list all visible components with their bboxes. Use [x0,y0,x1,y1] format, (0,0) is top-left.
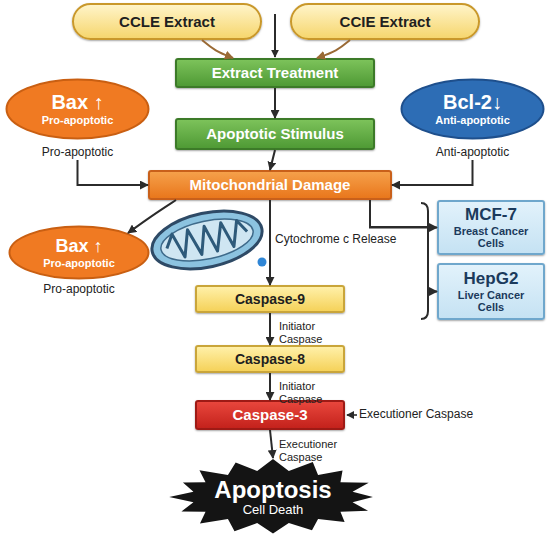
process-box: Extract Treatment [175,58,375,88]
protein-ellipse: Bcl-2↓Anti-apoptoticAnti-apoptotic [400,78,545,160]
arrow-connector [269,313,271,345]
input-arrow [274,14,276,57]
node-text: Anti-apoptotic [400,146,545,160]
node-text: Breast Cancer Cells [451,225,531,250]
mitochondrion-outer [147,202,268,278]
arrow-connector [269,200,271,285]
arrow-connector [269,373,271,400]
arrow-connector [392,160,473,185]
edge-label: Initiator Caspase [279,320,351,345]
arrow-connector [274,88,276,118]
caspase-box: Caspase-9 [195,285,345,313]
caspase-box: Caspase-3 [195,400,345,430]
node-title: Bax ↑ [51,91,103,114]
pointer-arrow [347,414,357,416]
node-title: Apoptosis [214,476,331,504]
extract-pill: CCIE Extract [290,3,480,40]
node-text: Pro-apoptotic [5,146,150,160]
mitochondrion-inner [157,212,257,269]
edge-label: Executioner Caspase [279,438,363,463]
node-content: CCLE Extract [74,5,260,38]
node-title: Extract Treatment [212,64,339,81]
arrow-connector [270,430,273,458]
protein-ellipse: Bax ↑Pro-apoptoticPro-apoptotic [5,78,150,160]
process-box: Mitochondrial Damage [148,170,392,200]
edge-label: Cytochrome c Release [275,233,396,247]
ellipse-shape [10,227,149,279]
ellipse-shape [7,80,149,139]
arrow-connector [370,200,437,292]
node-content: Bax ↑Pro-apoptotic [5,78,150,140]
cell-line-box: MCF-7Breast Cancer Cells [437,200,545,255]
node-content: ApoptosisCell Death [168,458,378,536]
node-content: Bax ↑Pro-apoptotic [8,225,150,280]
node-title: Caspase-8 [235,351,305,367]
node-title: Bcl-2↓ [443,91,502,114]
node-content: Caspase-3 [197,402,343,428]
mitochondrion-cristae [164,218,250,261]
node-content: Bcl-2↓Anti-apoptotic [400,78,545,140]
node-text: Liver Cancer Cells [451,289,531,314]
arrow-connector [270,150,275,170]
node-content: Caspase-9 [197,287,343,311]
mitochondrion-illustration [147,202,268,278]
node-title: MCF-7 [465,205,517,225]
node-caption: Pro-apoptotic [5,146,150,160]
node-text: Cell Death [243,503,304,518]
node-title: HepG2 [464,269,519,289]
process-box: Apoptotic Stimulus [175,118,375,150]
arrow-connector [370,200,437,228]
starburst-shape [169,459,373,534]
group-bracket [421,203,428,319]
node-title: Bax ↑ [55,236,102,257]
node-content: MCF-7Breast Cancer Cells [439,202,543,253]
arrow-connector [317,40,350,58]
node-title: CCLE Extract [119,13,215,30]
extract-pill: CCLE Extract [72,3,262,40]
node-content: Extract Treatment [177,60,373,86]
arrow-connector [128,200,176,233]
node-text: Pro-apoptotic [42,114,114,127]
node-content: CCIE Extract [292,5,478,38]
caspase-box: Caspase-8 [195,345,345,373]
node-text: Pro-apoptotic [8,283,150,297]
ellipse-shape [402,80,544,139]
outcome-starburst: ApoptosisCell Death [168,458,378,536]
node-text: Pro-apoptotic [43,257,115,270]
node-caption: Anti-apoptotic [400,146,545,160]
node-title: CCIE Extract [340,13,431,30]
node-title: Caspase-3 [232,406,307,423]
node-caption: Pro-apoptotic [8,283,150,297]
protein-ellipse: Bax ↑Pro-apoptoticPro-apoptotic [8,225,150,297]
node-title: Caspase-9 [235,291,305,307]
node-content: Apoptotic Stimulus [177,120,373,148]
cell-line-box: HepG2Liver Cancer Cells [437,263,545,320]
node-title: Mitochondrial Damage [190,176,351,193]
node-content: Caspase-8 [197,347,343,371]
node-content: HepG2Liver Cancer Cells [439,265,543,318]
annotation-label: Executioner Caspase [359,408,473,422]
arrow-connector [202,40,233,58]
node-text: Anti-apoptotic [435,114,510,127]
cytochrome-dot [258,258,267,267]
arrow-connector [78,160,149,185]
node-title: Apoptotic Stimulus [206,125,344,142]
node-content: Mitochondrial Damage [150,172,390,198]
connector-group [78,40,473,458]
